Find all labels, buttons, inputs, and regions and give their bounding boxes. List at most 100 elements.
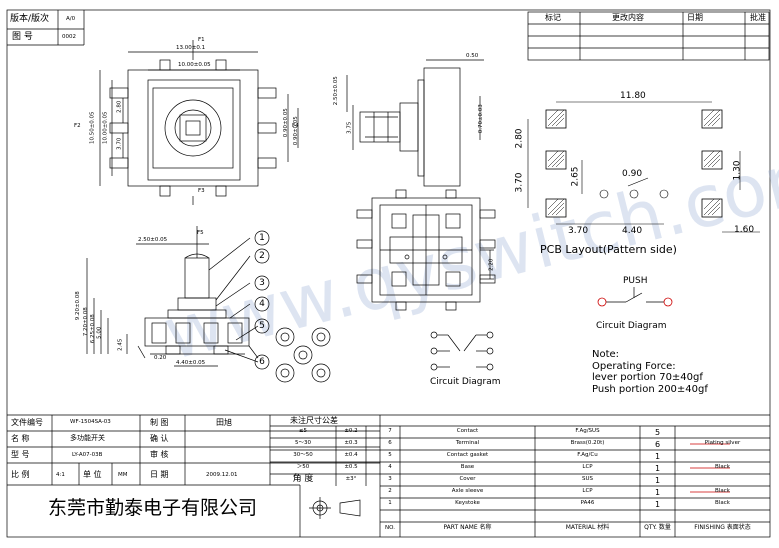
label-f1: F1 [198,37,205,43]
angle-label: 角 度 [292,474,314,484]
notes: Note: Operating Force: lever portion 70±… [592,349,708,395]
part-material: PA46 [580,500,595,506]
dim-side-050: 0.50 [466,53,479,59]
pcb-layout-title: PCB Layout(Pattern side) [540,243,677,256]
part-no: 6 [388,440,392,446]
confirm-label: 确 认 [150,434,169,443]
finish-marks [690,443,730,493]
balloon-3: 3 [259,278,265,288]
balloon-1: 1 [259,233,265,243]
contact-gasket-drawing [275,327,331,383]
dim-front-920: 9.20±0.08 [74,291,81,321]
rev-col-content: 更改内容 [612,13,644,22]
side-view [346,59,484,187]
part-material: F.Ag/Cu [577,452,598,458]
part-no: 2 [388,488,392,494]
version-value: A/0 [66,16,76,22]
pcb-layout [527,101,760,233]
dim-front-720: 7.20±0.08 [82,307,89,337]
tolerance-title: 未注尺寸公差 [290,416,338,425]
part-name: Cover [459,476,476,482]
tol-value-4: ±0.5 [344,464,358,470]
rev-col-approve: 批准 [750,13,766,22]
part-material: LCP [582,488,593,494]
part-no: 7 [388,428,392,434]
draw-label: 制 图 [150,418,169,427]
company-name: 东莞市勤泰电子有限公司 [48,497,258,519]
parts-header-no: NO. [385,525,395,531]
tol-range-4: ＞50 [296,464,310,470]
unit-value: MM [118,472,128,478]
circuit-diagram [430,331,494,371]
dim-front-020: 0.20 [154,355,167,361]
file-no-value: WF-1504SA-03 [70,419,111,425]
label-f5: F5 [197,230,204,236]
drawing-no-label: 图 号 [12,32,33,42]
model-value: LY-A07-03B [72,452,103,458]
name-value: 多功能开关 [70,434,105,442]
part-qty: 1 [654,488,661,497]
part-name: Contact [456,428,479,434]
dim-front-440: 4.40±0.05 [176,360,206,366]
parts-header-qty: QTY. 数量 [644,524,671,531]
part-name: Axle sleeve [451,488,484,494]
pcb-dim-160: 1.60 [734,225,755,235]
tol-value-3: ±0.4 [344,452,358,458]
part-name: Terminal [455,440,480,446]
label-f2: F2 [74,123,81,129]
tol-value-2: ±0.3 [344,440,358,446]
pcb-dim-hole: 0.90 [622,169,643,179]
dim-pitch-bottom: 3.70 [116,137,123,150]
dim-terminal-a: 0.90±0.05 [282,108,289,138]
part-no: 4 [388,464,392,470]
dim-side-070: 0.70±0.03 [477,104,484,134]
push-label: PUSH [623,276,648,286]
part-no: 1 [388,500,392,506]
dim-height-body: 10.00±0.05 [102,111,109,145]
part-material: F.Ag/SUS [575,428,600,434]
balloon-5: 5 [259,321,265,331]
dim-width-total: 13.00±0.1 [176,45,206,51]
top-view [99,40,299,205]
dim-height-total: 10.50±0.05 [89,111,96,145]
drawing-no-value: 0002 [62,34,76,40]
pcb-dim-370v: 3.70 [514,172,525,193]
dim-front-245: 2.45 [117,338,124,351]
front-view [86,226,270,370]
dim-side-375: 3.75 [346,121,353,134]
dim-front-shaft: 2.50±0.05 [138,237,168,243]
part-finish: Black [715,488,730,494]
date-label: 日 期 [150,470,169,479]
dim-bottom-220: 2.20 [488,258,495,271]
pcb-dim-265: 2.65 [570,166,581,187]
pcb-dim-130: 1.30 [732,160,743,181]
part-qty: 5 [654,428,661,437]
part-qty: 1 [654,452,661,461]
balloon-2: 2 [259,251,265,261]
scale-label: 比 例 [11,470,30,479]
parts-header-name: PART NAME 名称 [443,524,492,531]
tol-range-2: 5～30 [295,440,311,446]
pcb-dim-440: 4.40 [622,226,643,236]
notes-title: Note: [592,349,620,360]
scale-value: 4:1 [56,472,65,478]
part-qty: 1 [654,476,661,485]
notes-line3: Push portion 200±40gf [592,383,708,395]
part-qty: 1 [654,464,661,473]
name-label: 名 称 [11,434,30,443]
part-material: Brass(0.20t) [570,440,605,446]
dim-width-body: 10.00±0.05 [178,62,211,68]
part-material: LCP [582,464,593,470]
rev-col-mark: 标记 [545,13,561,22]
balloon-6: 6 [259,357,265,367]
part-material: SUS [581,476,593,482]
part-no: 3 [388,476,392,482]
dim-pitch-top: 2.80 [116,100,123,113]
unit-label: 单 位 [83,470,102,479]
tol-value-1: ±0.2 [344,428,358,434]
model-label: 型 号 [11,450,30,459]
tol-range-1: ≤5 [298,428,308,434]
balloon-4: 4 [259,299,265,309]
drawer-value: 田旭 [216,418,232,427]
